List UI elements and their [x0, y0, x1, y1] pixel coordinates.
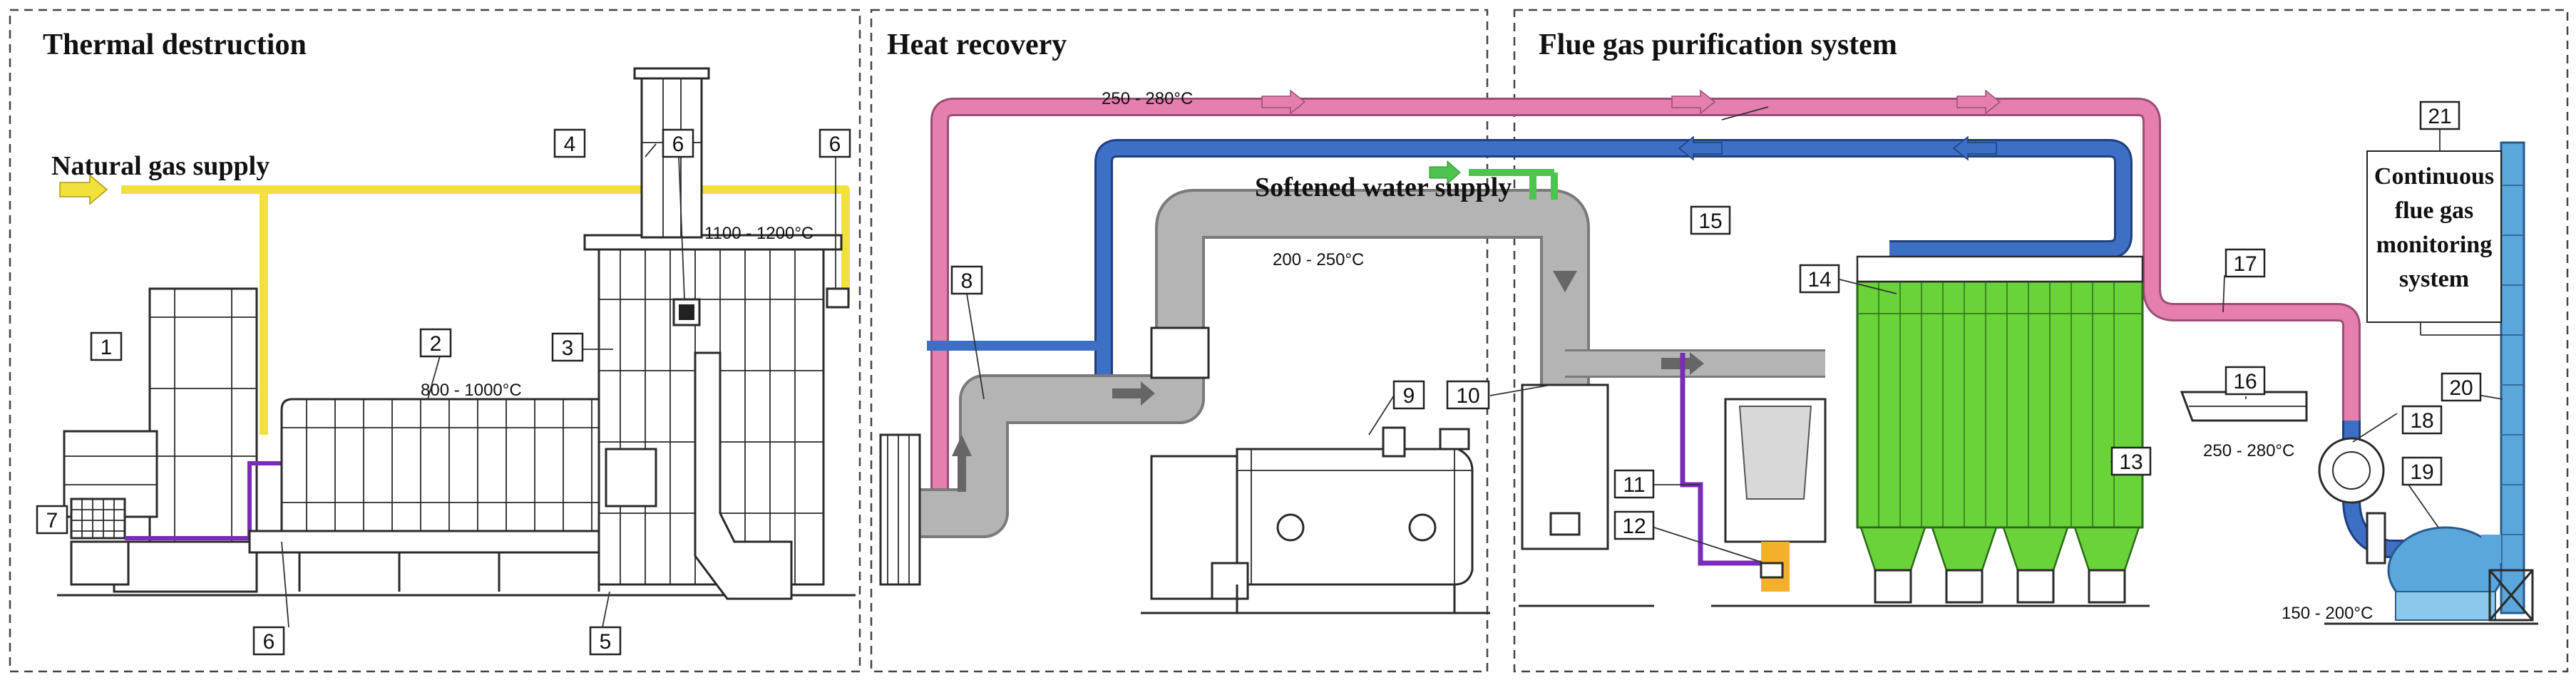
callout-6-right: 6: [819, 128, 851, 158]
svg-text:16: 16: [2233, 370, 2257, 393]
softened-water-line: [1469, 169, 1558, 200]
callout-7: 7: [36, 505, 68, 535]
svg-text:17: 17: [2233, 252, 2257, 276]
temp-label-top: 250 - 280°C: [1102, 89, 1193, 108]
callout-21: 21: [2419, 101, 2460, 130]
svg-text:9: 9: [1403, 384, 1415, 408]
callout-1: 1: [90, 331, 123, 361]
duct-arrows: [952, 271, 1704, 492]
svg-text:10: 10: [1456, 384, 1479, 408]
section-title-heat: Heat recovery: [887, 29, 1067, 61]
callout-6-top: 6: [662, 128, 694, 158]
callout-19: 19: [2401, 456, 2443, 486]
callout-6-bottom: 6: [252, 626, 285, 656]
svg-text:4: 4: [564, 133, 576, 156]
temp-label-duct: 200 - 250°C: [1273, 250, 1364, 269]
svg-text:15: 15: [1698, 210, 1722, 233]
monitoring-label-3: monitoring: [2376, 232, 2492, 258]
reactor-column: [1519, 383, 1654, 607]
callout-11: 11: [1613, 469, 1655, 499]
svg-text:13: 13: [2119, 450, 2143, 474]
callout-16: 16: [2225, 366, 2266, 396]
purple-line-burner: [125, 461, 285, 540]
svg-text:12: 12: [1622, 515, 1646, 538]
water-inlet-arrow: [1429, 160, 1461, 185]
chimney-stack: [2481, 141, 2534, 622]
temp-label-chamber: 1100 - 1200°C: [704, 224, 814, 243]
softened-water-label: Softened water supply: [1255, 172, 1512, 202]
hot-gas-arrows: [1261, 89, 2001, 115]
monitoring-label-4: system: [2399, 266, 2469, 292]
gas-cooler: [2180, 391, 2308, 422]
section-title-flue: Flue gas purification system: [1539, 29, 1897, 61]
svg-text:6: 6: [263, 630, 275, 654]
svg-text:3: 3: [562, 336, 574, 360]
sorbent-silo: [1711, 398, 1854, 607]
callout-8: 8: [950, 265, 983, 295]
callout-20: 20: [2441, 372, 2482, 402]
rotary-kiln: [57, 398, 856, 597]
waste-heat-boiler: [1141, 426, 1490, 614]
gas-inlet-arrow: [59, 174, 108, 205]
return-air-pipe: [927, 139, 2133, 399]
callout-4: 4: [553, 128, 586, 158]
callout-12: 12: [1613, 510, 1655, 540]
natural-gas-label: Natural gas supply: [51, 151, 270, 181]
svg-text:5: 5: [600, 630, 612, 654]
callout-13: 13: [2110, 446, 2152, 476]
callout-5: 5: [589, 626, 622, 656]
svg-text:2: 2: [430, 332, 442, 356]
monitoring-label-1: Continuous: [2374, 163, 2494, 190]
svg-text:20: 20: [2449, 376, 2473, 400]
heat-recovery-inlet: [879, 433, 921, 586]
svg-text:18: 18: [2410, 409, 2433, 433]
induced-fan: [2318, 421, 2538, 625]
callout-15: 15: [1690, 205, 1731, 235]
section-title-thermal: Thermal destruction: [43, 29, 307, 61]
svg-text:11: 11: [1623, 473, 1645, 497]
afterburner-chamber: [583, 234, 850, 600]
blower-unit: [70, 498, 130, 586]
callout-9: 9: [1392, 380, 1425, 410]
svg-text:7: 7: [46, 509, 58, 532]
svg-text:8: 8: [961, 269, 973, 293]
return-air-arrows: [1678, 135, 1997, 161]
callout-3: 3: [551, 332, 584, 362]
svg-text:21: 21: [2428, 105, 2451, 128]
section-frame-flue: [1513, 9, 2569, 673]
svg-text:19: 19: [2410, 460, 2433, 484]
hot-gas-pipe: [930, 98, 2361, 499]
svg-text:14: 14: [1807, 268, 1831, 292]
callout-2: 2: [419, 328, 452, 358]
svg-text:6: 6: [829, 133, 841, 156]
callout-10: 10: [1446, 380, 1490, 410]
callout-17: 17: [2225, 248, 2266, 278]
bag-filter: [1850, 255, 2150, 607]
callout-14: 14: [1799, 264, 1840, 294]
svg-text:6: 6: [672, 133, 684, 156]
temp-label-kiln: 800 - 1000°C: [421, 381, 522, 400]
monitoring-label-2: flue gas: [2395, 197, 2474, 224]
section-frame-heat: [870, 9, 1489, 673]
callout-18: 18: [2401, 405, 2443, 435]
svg-text:1: 1: [101, 336, 113, 359]
monitoring-system-box: Continuous flue gas monitoring system: [2366, 150, 2502, 323]
temp-label-fan: 150 - 200°C: [2282, 604, 2373, 623]
temp-label-cooler: 250 - 280°C: [2203, 441, 2294, 460]
